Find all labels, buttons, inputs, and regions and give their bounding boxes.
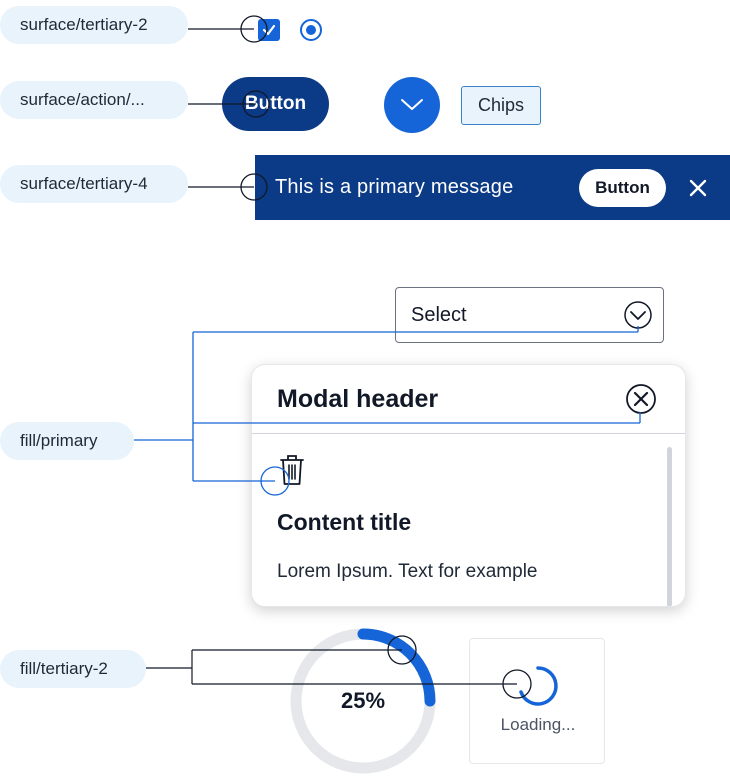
banner-message: This is a primary message — [275, 176, 514, 198]
spinner-icon — [519, 666, 558, 706]
modal-divider — [252, 433, 685, 434]
chevron-down-circle-icon — [624, 301, 652, 329]
annotation-label-surface-action: surface/action/... — [0, 81, 188, 119]
banner-button[interactable]: Button — [579, 168, 666, 207]
annotation-label-surface-tertiary-2: surface/tertiary-2 — [0, 6, 188, 44]
modal-body-text: Lorem Ipsum. Text for example — [277, 561, 538, 582]
close-icon[interactable] — [688, 178, 708, 198]
annotation-label-fill-primary: fill/primary — [0, 422, 134, 460]
select-dropdown[interactable]: Select — [395, 287, 664, 343]
content-title: Content title — [277, 509, 412, 535]
progress-ring — [290, 628, 436, 774]
round-dropdown-button[interactable] — [384, 77, 440, 133]
modal: Modal header Content title Lorem Ipsum. … — [251, 364, 686, 607]
primary-button[interactable]: Button — [222, 77, 329, 131]
annotation-label-fill-tertiary-2: fill/tertiary-2 — [0, 650, 146, 688]
trash-icon — [280, 455, 304, 485]
modal-header: Modal header — [277, 385, 439, 413]
loading-card: Loading... — [469, 638, 605, 764]
radio-button[interactable] — [300, 19, 322, 41]
select-label: Select — [411, 303, 467, 326]
chips[interactable]: Chips — [461, 86, 541, 125]
close-circle-icon[interactable] — [625, 383, 657, 415]
loading-label: Loading... — [500, 715, 576, 734]
progress-percent-label: 25% — [340, 688, 386, 713]
annotation-label-surface-tertiary-4: surface/tertiary-4 — [0, 165, 188, 203]
chevron-down-icon — [401, 99, 423, 110]
primary-message-banner: This is a primary message Button — [255, 155, 730, 220]
modal-scrollbar[interactable] — [667, 447, 672, 606]
progress-arc — [290, 628, 436, 774]
check-icon — [262, 24, 276, 36]
checkbox[interactable] — [258, 19, 280, 41]
radio-dot — [306, 25, 316, 35]
